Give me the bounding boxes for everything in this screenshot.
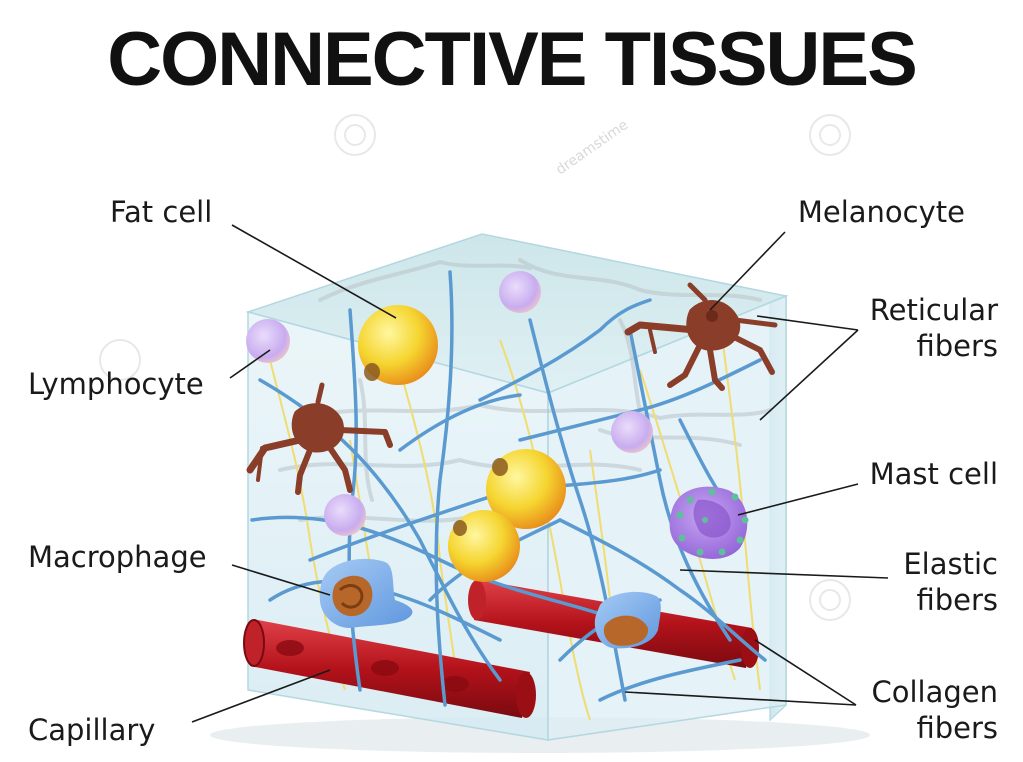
label-capillary: Capillary <box>28 713 156 747</box>
lymphocyte-3 <box>611 411 653 453</box>
page-title: CONNECTIVE TISSUES <box>107 17 918 102</box>
label-elastic-fibers: Elastic fibers <box>830 546 998 618</box>
leader-melanocyte <box>709 231 786 311</box>
mast-cell <box>669 486 749 559</box>
leader-lymphocyte <box>229 349 271 379</box>
leader-macrophage <box>231 564 331 596</box>
leader-collagen-2 <box>624 691 857 706</box>
collagen-fibers <box>250 270 767 707</box>
leader-reticular-1 <box>756 315 859 331</box>
fat-cell <box>358 305 438 385</box>
leader-fat-cell <box>231 224 397 319</box>
macrophage <box>319 558 413 628</box>
label-reticular-line1: Reticular <box>869 293 998 327</box>
label-fat-cell: Fat cell <box>110 195 213 229</box>
label-mast-cell: Mast cell <box>869 457 998 491</box>
label-collagen-fibers: Collagen fibers <box>830 674 998 746</box>
melanocyte-2 <box>246 382 393 495</box>
leader-reticular-2 <box>759 329 859 421</box>
lymphocyte-4 <box>324 494 366 536</box>
label-elastic-line2: fibers <box>916 583 998 617</box>
label-macrophage: Macrophage <box>28 540 207 574</box>
watermark <box>99 114 851 621</box>
label-collagen-line1: Collagen <box>871 675 998 709</box>
macrophage-2 <box>594 591 661 649</box>
fat-cell-3 <box>448 510 520 582</box>
label-reticular-line2: fibers <box>916 329 998 363</box>
label-lymphocyte: Lymphocyte <box>28 367 204 401</box>
leader-mast-cell <box>737 483 859 516</box>
leader-lines <box>191 224 889 723</box>
melanocyte <box>624 282 778 391</box>
label-elastic-line1: Elastic <box>903 547 998 581</box>
lymphocyte-2 <box>499 271 541 313</box>
lymphocyte <box>246 319 290 363</box>
leader-capillary <box>191 669 331 723</box>
leader-elastic <box>679 569 889 579</box>
label-reticular-fibers: Reticular fibers <box>830 292 998 364</box>
capillary-vessel <box>243 619 536 718</box>
label-collagen-line2: fibers <box>916 711 998 745</box>
label-melanocyte: Melanocyte <box>797 195 965 229</box>
fat-cell-2 <box>486 449 566 529</box>
leader-collagen-1 <box>754 639 857 706</box>
